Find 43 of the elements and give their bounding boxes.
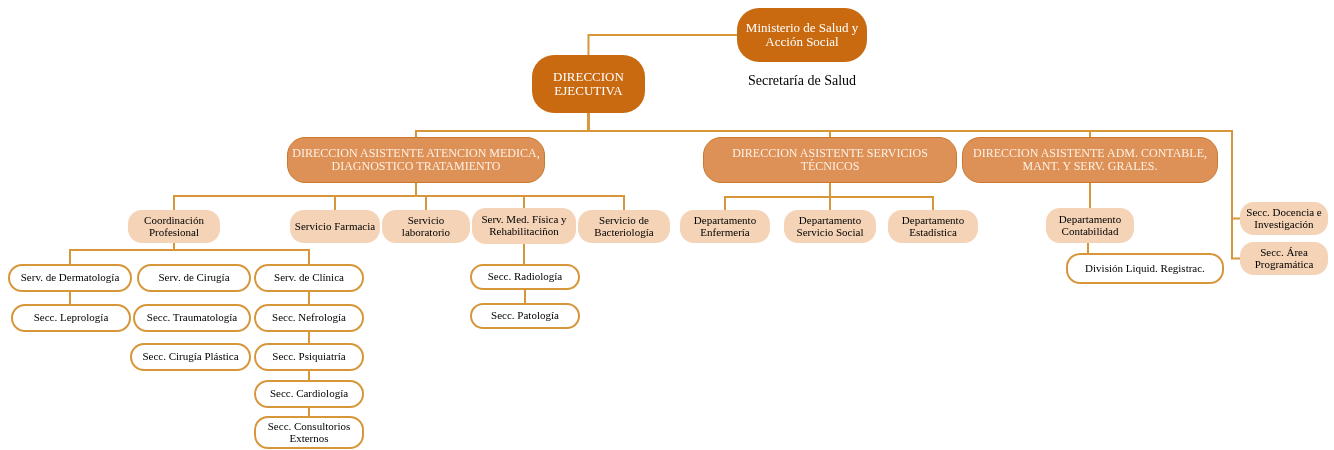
org-box: DIRECCION ASISTENTE SERVICIOS TÉCNICOS: [703, 137, 957, 183]
org-box: Secc. Traumatología: [133, 304, 251, 332]
connector-line: [1089, 182, 1091, 209]
org-box: Serv. de Dermatología: [8, 264, 132, 292]
org-box: Secc. Patología: [470, 303, 580, 329]
connector-line: [1087, 242, 1089, 254]
org-box: Departamento Servicio Social: [784, 210, 876, 243]
org-box: División Liquid. Registrac.: [1066, 253, 1224, 284]
org-box: DIRECCION ASISTENTE ATENCION MEDICA, DIAGNOSTICO TRATAMIENTO: [287, 137, 545, 183]
org-box: Secc. Cardiología: [254, 380, 364, 408]
org-box: Secc. Docencia e Investigación: [1240, 202, 1328, 235]
org-box: Secc. Consultorios Externos: [254, 416, 364, 449]
org-box: Departamento Contabilidad: [1046, 208, 1134, 243]
org-box: Secc. Área Programática: [1240, 242, 1328, 275]
org-box: Secc. Leprología: [11, 304, 131, 332]
connector-line: [524, 289, 526, 304]
connector-line: [415, 182, 625, 211]
caption-text: Secretaría de Salud: [746, 72, 858, 90]
connector-line: [308, 331, 310, 344]
org-box: Coordinación Profesional: [128, 210, 220, 243]
org-box: Secc. Psiquiatría: [254, 343, 364, 371]
org-box: Serv. de Clínica: [254, 264, 364, 292]
org-box: DIRECCION EJECUTIVA: [532, 55, 645, 113]
org-box: Departamento Estadística: [888, 210, 978, 243]
org-box: Serv. Med. Física y Rehabilitaciñon: [472, 208, 576, 244]
connector-line: [308, 291, 310, 305]
org-box: DIRECCION ASISTENTE ADM. CONTABLE, MANT. Y SERV. GRALES.: [962, 137, 1218, 183]
org-box: Secc. Nefrología: [254, 304, 364, 332]
connector-line: [587, 112, 1241, 260]
connector-line: [308, 370, 310, 381]
org-box: Serv. de Cirugía: [137, 264, 251, 292]
org-box: Servicio de Bacteriología: [578, 210, 670, 243]
org-box: Secc. Cirugía Plástica: [130, 343, 251, 371]
connector-line: [308, 407, 310, 417]
org-box: Secc. Radiología: [470, 264, 580, 290]
org-box: Departamento Enfermería: [680, 210, 770, 243]
connector-line: [523, 243, 525, 265]
connector-line: [587, 34, 738, 56]
connector-line: [173, 242, 310, 265]
org-box: Ministerio de Salud y Acción Social: [737, 8, 867, 62]
org-box: Servicio laboratorio: [382, 210, 470, 243]
org-box: Servicio Farmacia: [290, 210, 380, 243]
connector-line: [69, 291, 71, 305]
